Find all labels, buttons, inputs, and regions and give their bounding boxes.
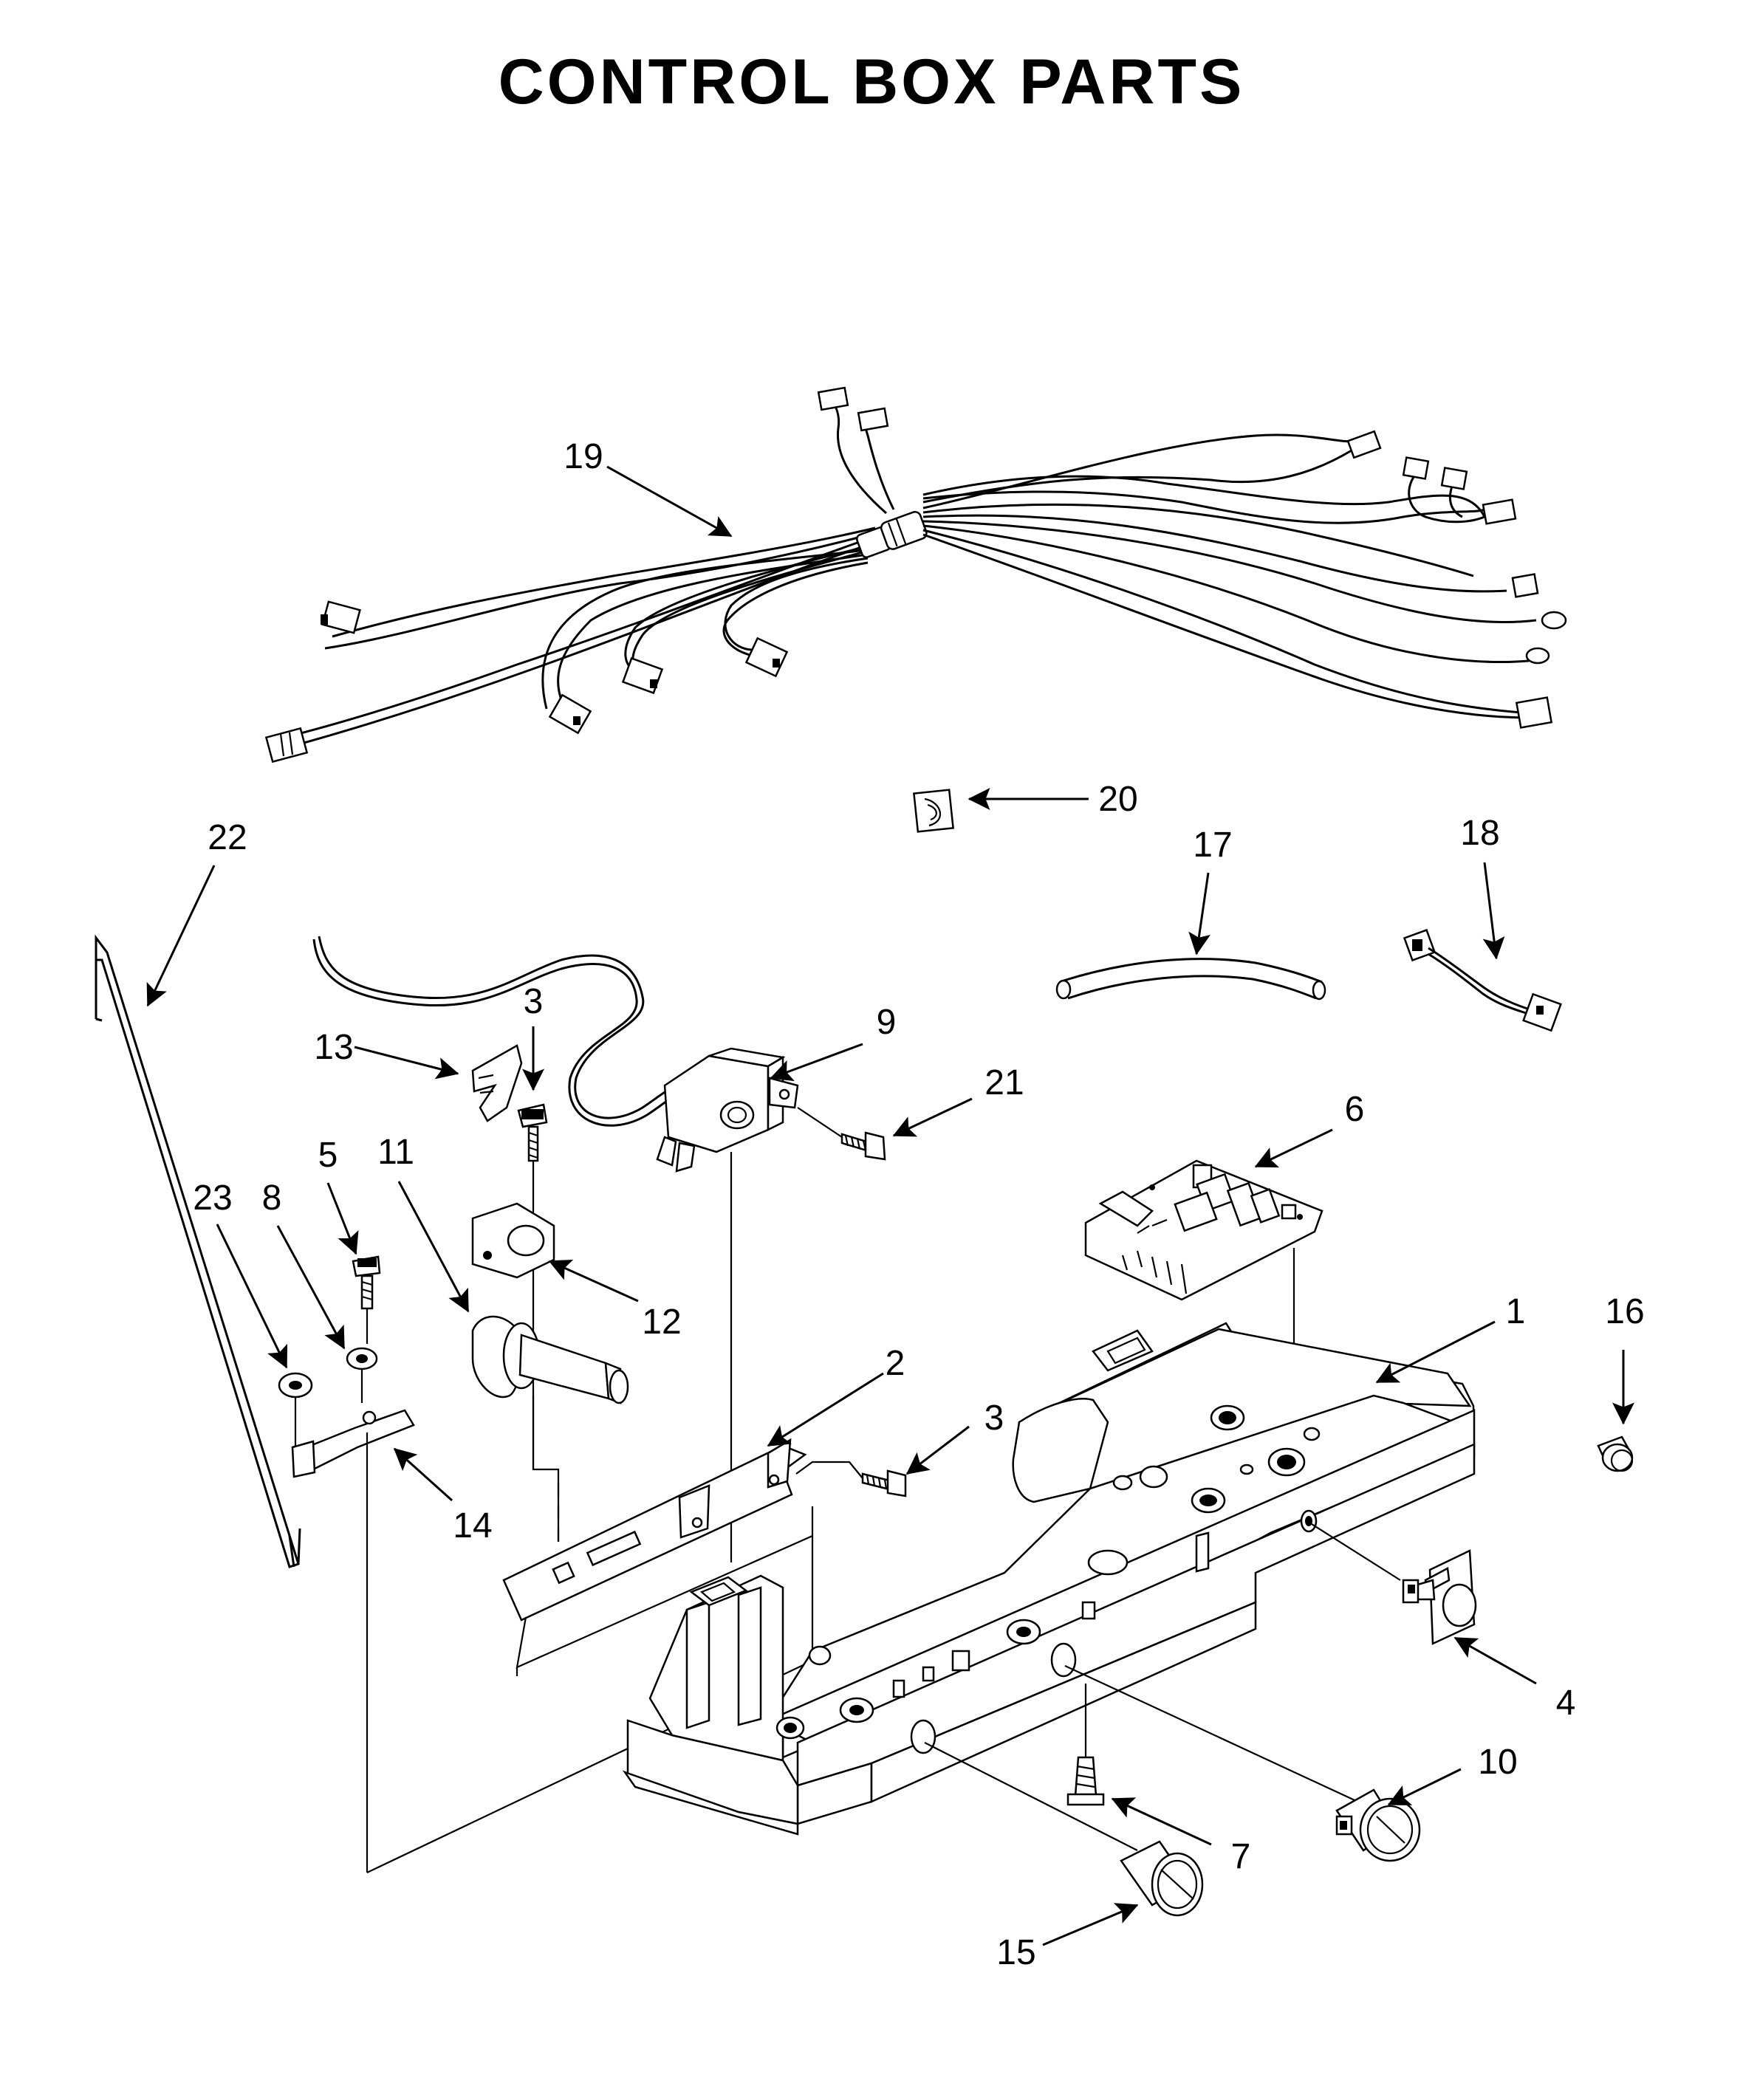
washer-8: [346, 1347, 378, 1403]
callout-2: 2: [886, 1344, 905, 1383]
tube-17: [1055, 958, 1326, 1001]
part-16: [1597, 1435, 1634, 1472]
plate-2: [502, 1438, 814, 1713]
callout-3-upper: 3: [524, 982, 544, 1021]
control-box-housing-1: [622, 1322, 1476, 1851]
callout-12: 12: [642, 1303, 681, 1342]
part-20: [913, 789, 954, 833]
clip-13: [471, 1044, 523, 1122]
shaft-11: [471, 1315, 629, 1549]
screw-21: [797, 1107, 886, 1161]
callout-9: 9: [877, 1003, 897, 1042]
washer-23: [278, 1372, 313, 1452]
callout-19: 19: [564, 437, 603, 476]
thermostat-9: [312, 936, 799, 1562]
callout-22: 22: [208, 818, 247, 857]
circuit-board-6: [1084, 1159, 1323, 1459]
screw-3-upper: [517, 1103, 548, 1469]
callout-7: 7: [1231, 1837, 1251, 1876]
bracket-12: [471, 1202, 555, 1279]
callout-20: 20: [1098, 780, 1137, 819]
screw-5: [352, 1255, 381, 1344]
knob-15: [1120, 1840, 1204, 1917]
callout-17: 17: [1193, 826, 1232, 865]
callout-21: 21: [984, 1063, 1024, 1102]
callout-15: 15: [996, 1933, 1035, 1972]
callout-8: 8: [262, 1178, 282, 1218]
callout-4: 4: [1556, 1684, 1576, 1723]
callout-13: 13: [314, 1028, 353, 1067]
callout-1: 1: [1506, 1292, 1526, 1331]
callout-6: 6: [1345, 1090, 1365, 1129]
wire-harness-19: [264, 386, 1567, 764]
knob-10: [1335, 1788, 1421, 1862]
callout-23: 23: [193, 1178, 232, 1218]
page-title: CONTROL BOX PARTS: [498, 47, 1245, 117]
strip-22: [95, 934, 301, 1568]
part-18: [1403, 928, 1562, 1032]
screw-3-lower: [795, 1461, 907, 1497]
callout-14: 14: [453, 1506, 492, 1545]
callout-arrows: [146, 465, 1634, 1946]
callout-16: 16: [1605, 1292, 1644, 1331]
callout-labels: 19 20 22 17 18 3 9 13 21 6 5 11 8 23 12 …: [193, 437, 1644, 1972]
screw-7: [1066, 1756, 1105, 1806]
callout-18: 18: [1460, 814, 1499, 853]
switch-4: [1402, 1549, 1477, 1645]
callout-11: 11: [377, 1133, 414, 1172]
callout-3-lower: 3: [984, 1399, 1004, 1438]
callout-10: 10: [1478, 1743, 1517, 1782]
connector-icon: [264, 386, 1567, 764]
callout-5: 5: [318, 1136, 338, 1175]
